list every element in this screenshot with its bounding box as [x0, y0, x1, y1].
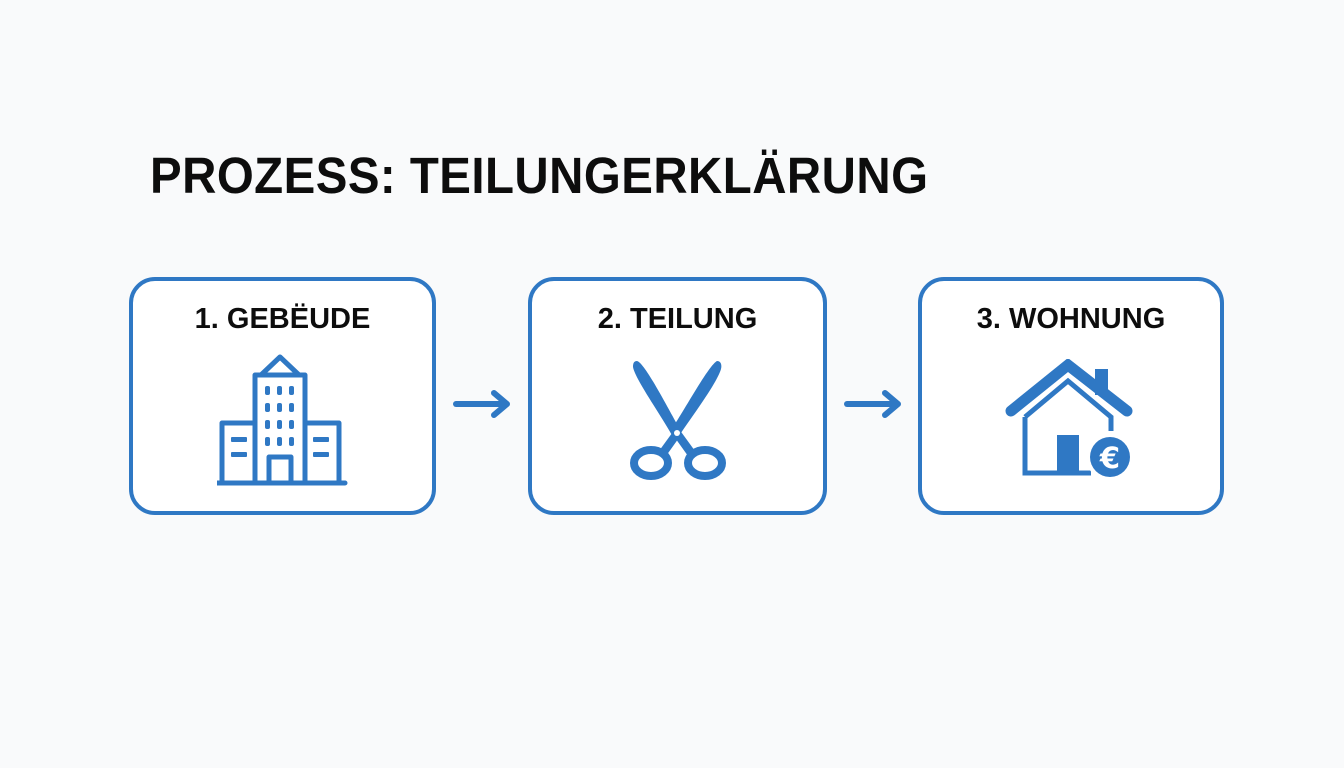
arrow-right-icon — [844, 390, 901, 418]
step-3-label: 3. WOHNUNG — [976, 303, 1166, 335]
scissors-icon — [629, 361, 726, 480]
building-icon — [216, 354, 347, 486]
arrow-right-icon — [453, 390, 510, 418]
svg-text:€: € — [1099, 441, 1120, 475]
step-1-label: 1. GEBËUDE — [194, 303, 371, 335]
step-1-box: 1. GEBËUDE — [129, 277, 436, 515]
step-2-label: 2. TEILUNG — [597, 303, 758, 335]
step-2-box: 2. TEILUNG — [528, 277, 827, 515]
step-3-box: 3. WOHNUNG € — [918, 277, 1224, 515]
page-title: PROZESS: TEILUNGERKLÄRUNG — [150, 147, 929, 204]
house-euro-icon: € — [1005, 359, 1134, 481]
